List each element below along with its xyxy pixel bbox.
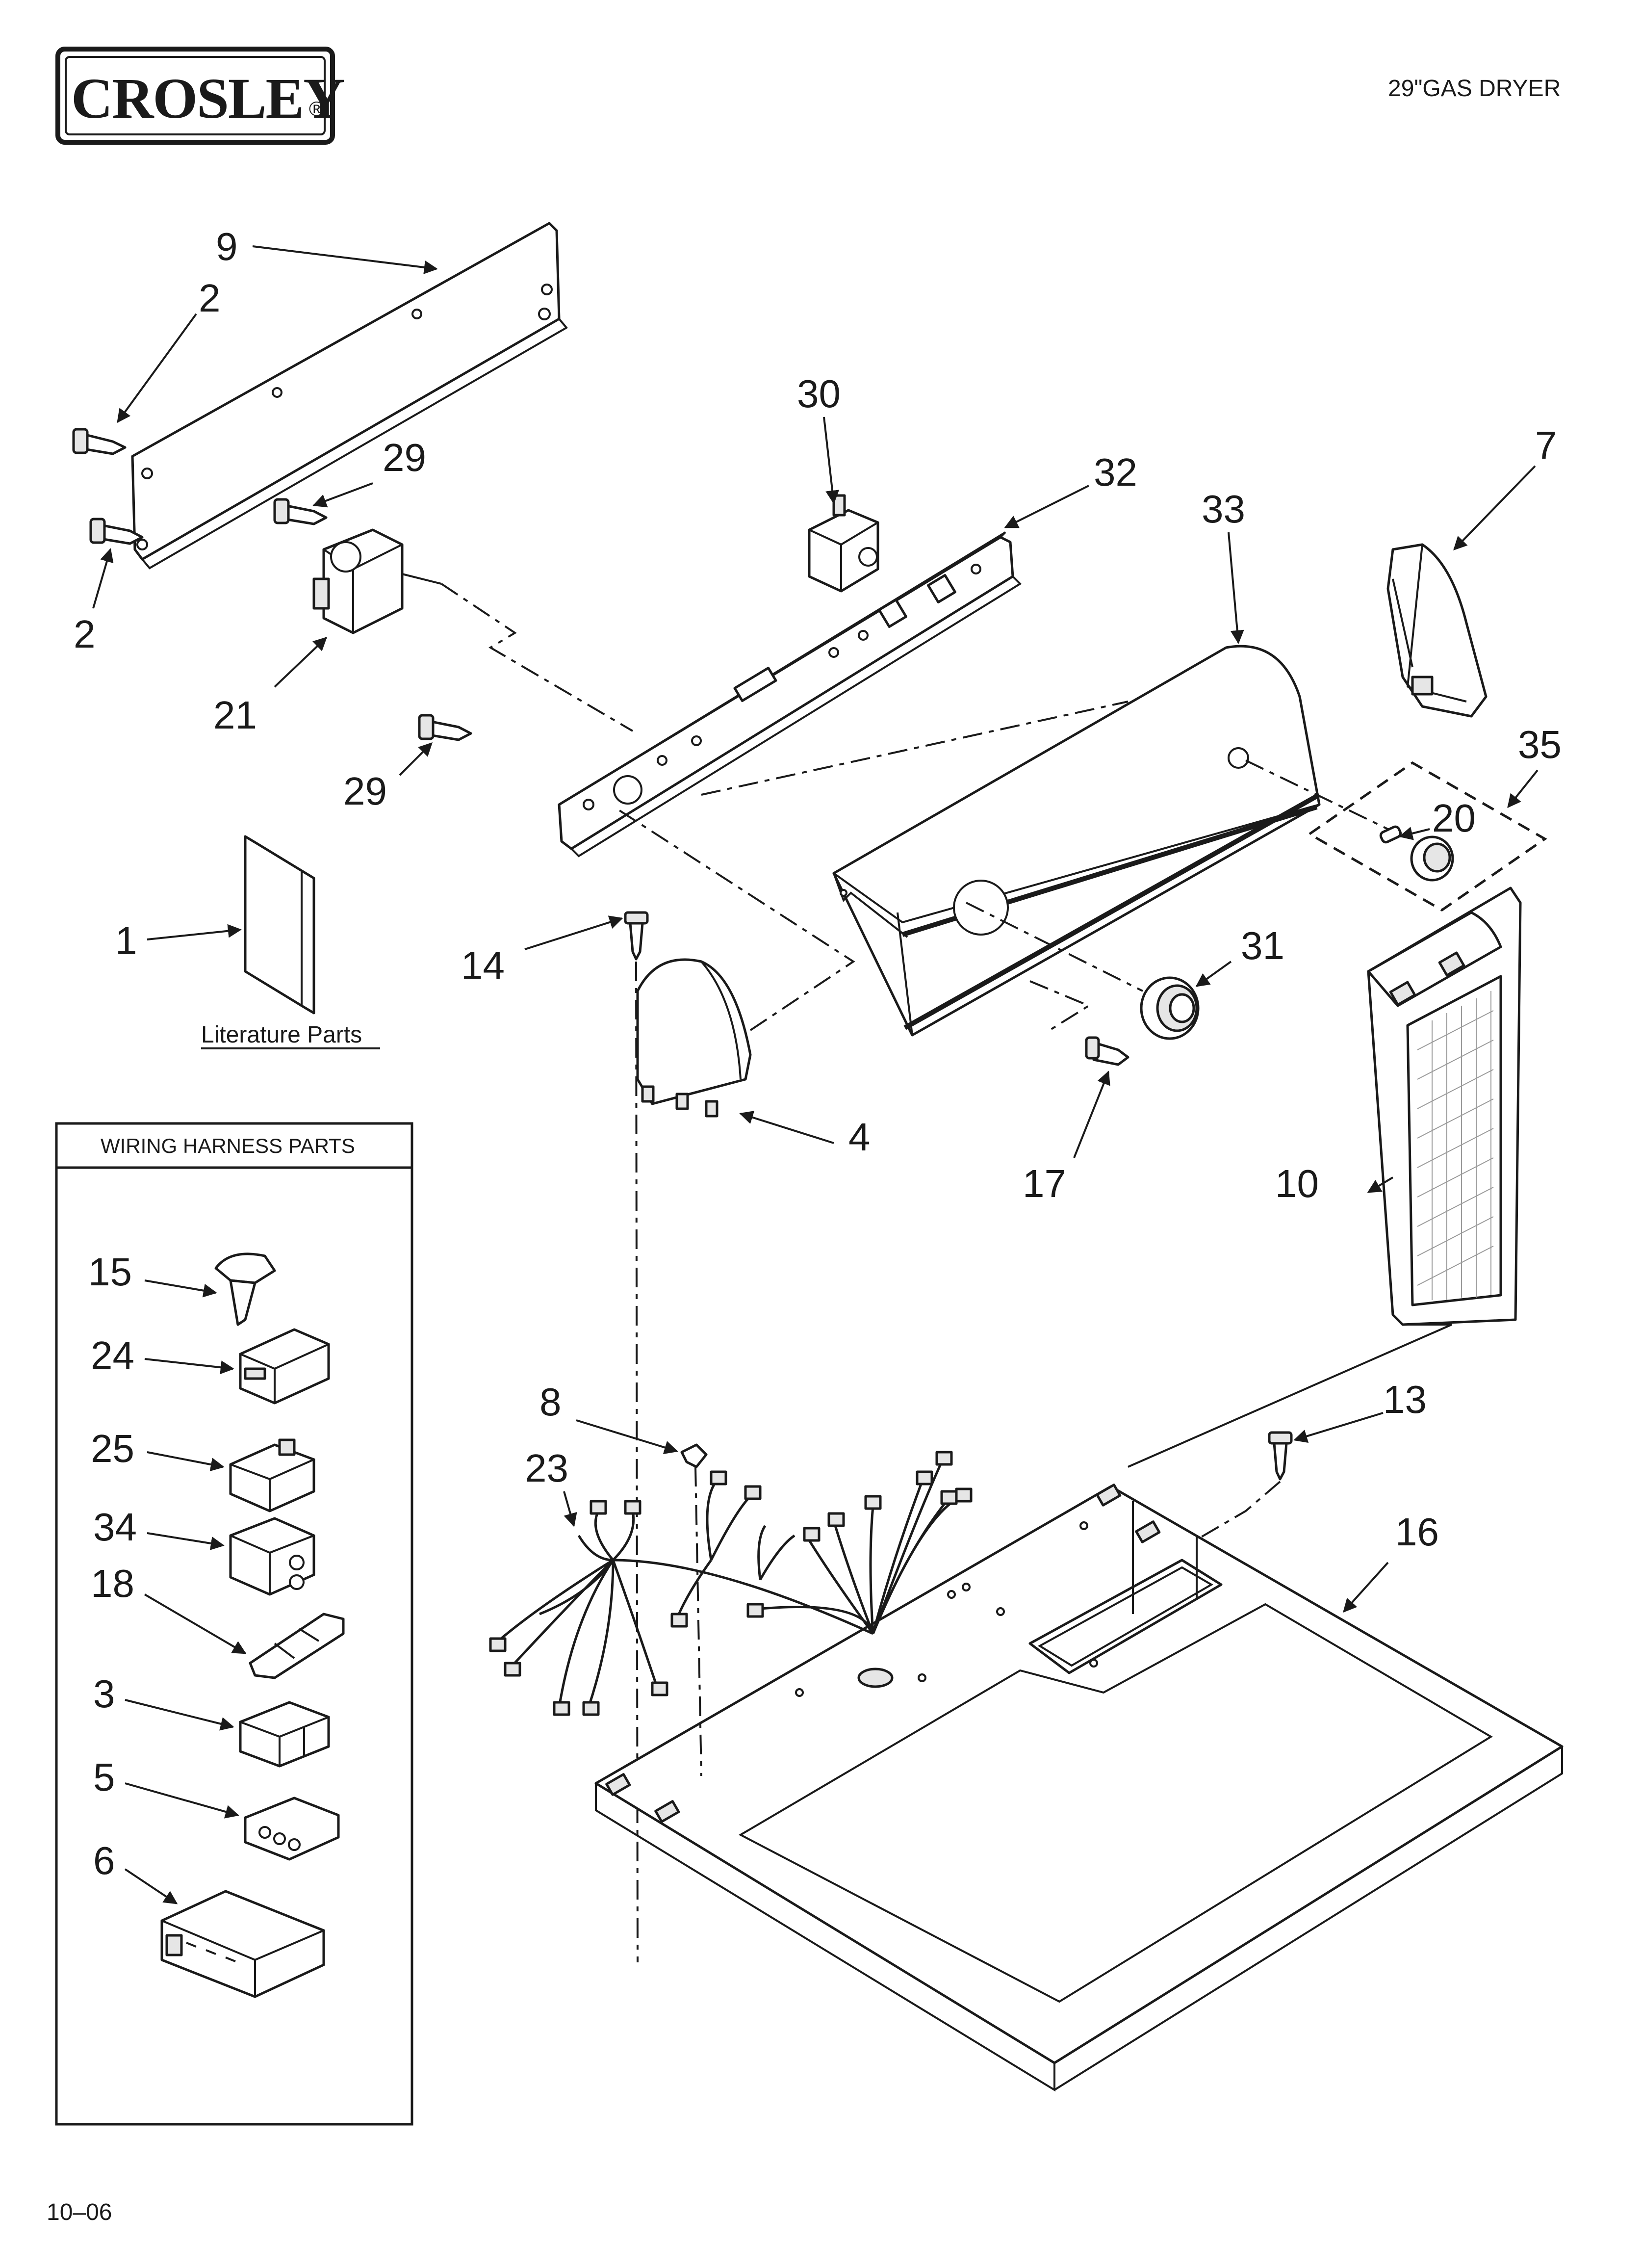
wiring-box-title: WIRING HARNESS PARTS <box>101 1134 355 1157</box>
callout-29-lower: 29 <box>343 769 387 813</box>
callout-8: 8 <box>539 1380 562 1424</box>
brand-logo: CROSLEY ® <box>55 47 345 145</box>
callout-1: 1 <box>115 919 137 963</box>
part-21-timer <box>312 528 442 634</box>
callout-17: 17 <box>1023 1162 1066 1205</box>
part-8-clip <box>680 1443 708 1468</box>
callout-13: 13 <box>1383 1378 1427 1421</box>
callout-2-lower: 2 <box>74 612 96 656</box>
part-29-screw-lower <box>418 714 472 741</box>
callout-9: 9 <box>216 225 238 268</box>
callout-23: 23 <box>525 1446 568 1490</box>
callout-33: 33 <box>1202 487 1245 531</box>
callout-16: 16 <box>1395 1510 1439 1554</box>
date-code: 10–06 <box>47 2199 112 2225</box>
callout-10: 10 <box>1275 1162 1319 1205</box>
part-17-screw <box>1085 1036 1129 1066</box>
part-13-screw <box>1268 1431 1293 1481</box>
part-9-back-panel <box>131 222 568 570</box>
part-15-connector <box>214 1252 276 1326</box>
wiring-harness-parts-box: WIRING HARNESS PARTS <box>55 1122 413 2126</box>
callout-14: 14 <box>461 943 505 987</box>
part-35-knob <box>1410 835 1454 882</box>
callout-30: 30 <box>797 372 841 416</box>
callout-24: 24 <box>91 1333 134 1377</box>
part-31-knob <box>1140 976 1200 1040</box>
callout-15: 15 <box>88 1250 132 1294</box>
part-33-console <box>832 645 1321 1037</box>
part-16-top <box>594 1484 1564 2092</box>
callout-2-upper: 2 <box>199 276 221 320</box>
callout-3: 3 <box>93 1672 115 1716</box>
brand-name: CROSLEY <box>71 66 344 130</box>
part-35-assembly-outline <box>1307 761 1547 912</box>
part-34-connector <box>229 1517 315 1596</box>
part-20-knob-clip <box>1379 825 1402 844</box>
callout-35: 35 <box>1518 723 1562 766</box>
part-3-connector <box>239 1701 330 1768</box>
part-23-wiring-harness <box>489 1451 973 1716</box>
callout-20: 20 <box>1432 796 1476 840</box>
part-30-switch <box>808 494 879 593</box>
part-18-terminal <box>249 1613 345 1679</box>
part-5-connector <box>244 1797 340 1861</box>
literature-parts-caption: Literature Parts <box>201 1022 362 1048</box>
callout-4: 4 <box>848 1115 871 1159</box>
part-14-screw <box>624 911 649 961</box>
callout-7: 7 <box>1535 423 1557 467</box>
part-25-connector <box>229 1438 315 1512</box>
leader-arrows <box>92 245 1539 1904</box>
part-4-end-cap <box>636 958 752 1118</box>
registered-mark: ® <box>309 97 324 120</box>
part-32-control-bracket <box>558 531 1022 858</box>
part-2-screw-upper <box>72 428 127 455</box>
part-24-connector <box>239 1328 330 1405</box>
callout-21: 21 <box>213 693 257 737</box>
part-10-lint-screen <box>1367 886 1522 1326</box>
callout-29-upper: 29 <box>383 436 426 479</box>
part-6-connector <box>160 1890 325 1998</box>
model-title: 29"GAS DRYER <box>1388 76 1561 102</box>
part-29-screw-upper <box>273 498 328 525</box>
callout-32: 32 <box>1094 450 1137 494</box>
part-7-end-cap <box>1386 543 1488 718</box>
callout-34: 34 <box>93 1505 137 1549</box>
callout-18: 18 <box>91 1562 134 1605</box>
part-1-literature <box>244 835 315 1015</box>
callout-25: 25 <box>91 1427 134 1470</box>
part-2-screw-lower <box>89 518 144 545</box>
callout-31: 31 <box>1241 924 1284 967</box>
callout-6: 6 <box>93 1839 115 1882</box>
callout-5: 5 <box>93 1755 115 1799</box>
